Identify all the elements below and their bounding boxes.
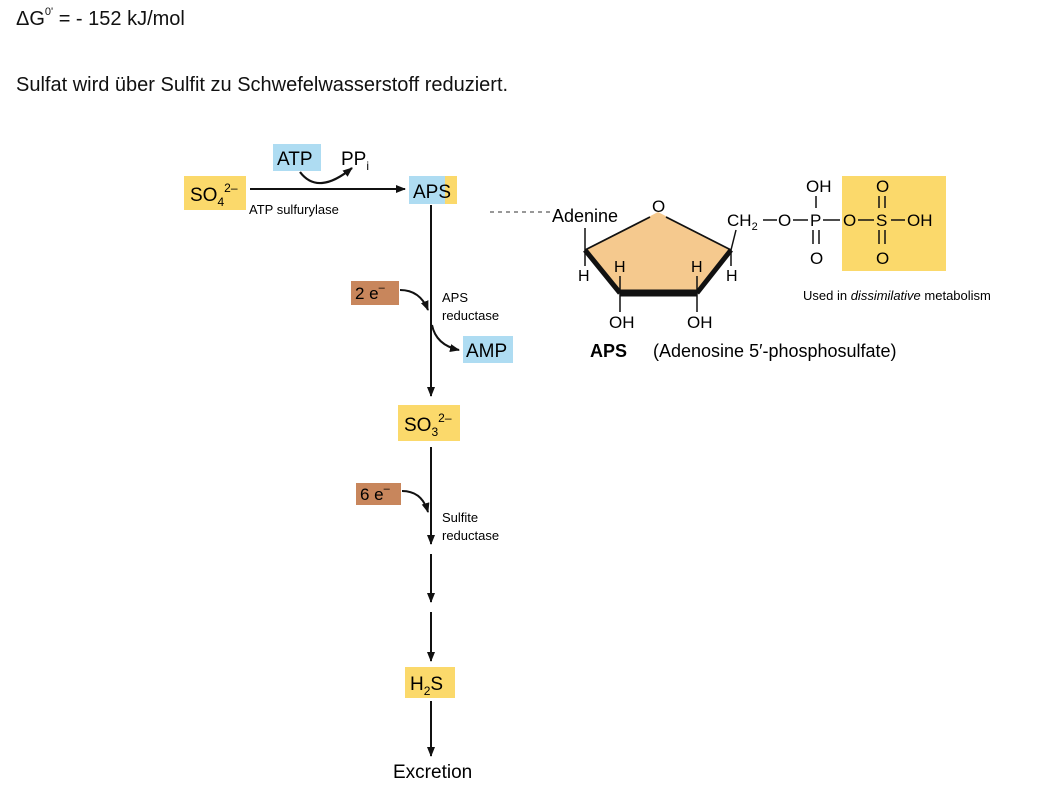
sulfate-group-box — [842, 176, 946, 271]
sulfate-box — [184, 176, 246, 210]
ppi-label: PPi — [341, 149, 369, 173]
amp-box — [463, 336, 513, 363]
ring-oxygen: O — [652, 197, 665, 216]
aps-title: APS — [590, 341, 627, 361]
ring-bond-right — [665, 216, 732, 251]
electrons-6-arrow — [401, 490, 430, 513]
ring-bond-front-left — [583, 248, 622, 295]
aps-subtitle: (Adenosine 5′-phosphosulfate) — [653, 341, 897, 361]
sulfite-label: SO32– — [404, 411, 452, 439]
electrons-2-label: 2 e– — [355, 282, 386, 303]
electrons-6-label: 6 e– — [360, 483, 391, 504]
atp-label: ATP — [277, 149, 313, 170]
ring-bond-left — [584, 216, 651, 251]
atp-box — [273, 144, 321, 171]
ring-bond-front-right — [695, 248, 733, 295]
sulfur: S — [876, 211, 887, 230]
phosphorus: P — [810, 211, 821, 230]
atp-sulfurylase-label: ATP sulfurylase — [249, 202, 339, 217]
sulfate-oh: OH — [907, 211, 933, 230]
amp-label: AMP — [466, 341, 507, 362]
dissimilative-caption: Used in dissimilative metabolism — [803, 288, 991, 303]
phosphate-oh: OH — [806, 177, 832, 196]
electrons-2-box — [351, 281, 399, 305]
sulfite-box — [398, 405, 460, 441]
h4-label: H — [726, 268, 738, 285]
electrons-6-box — [356, 483, 401, 505]
aps-label: APS — [413, 182, 451, 203]
sulfate-o-bottom: O — [876, 249, 889, 268]
h1-label: H — [578, 268, 590, 285]
c5-bond — [730, 229, 737, 251]
aps-box-blue — [409, 176, 449, 204]
sulfate-label: SO42– — [190, 181, 238, 209]
atp-to-ppi-arrow — [299, 167, 353, 185]
h2-label: H — [614, 259, 626, 276]
h2s-label: H2S — [410, 674, 443, 698]
electrons-2-arrow — [399, 289, 429, 311]
ch2-label: CH2 — [727, 211, 758, 233]
aps-box-yellow — [445, 176, 457, 204]
amp-arrow — [431, 324, 460, 352]
h3-label: H — [691, 259, 703, 276]
excretion-label: Excretion — [393, 762, 472, 783]
h2s-box — [405, 667, 455, 698]
sulfate-o-top: O — [876, 177, 889, 196]
phosphate-o: O — [810, 249, 823, 268]
oh1-label: OH — [609, 313, 635, 332]
delta-g-line: ΔG0' = - 152 kJ/mol — [16, 6, 185, 30]
reduction-statement: Sulfat wird über Sulfit zu Schwefelwasse… — [16, 74, 509, 96]
adenine-label: Adenine — [552, 206, 618, 226]
oh2-label: OH — [687, 313, 713, 332]
phosphate-ester-o: O — [778, 211, 791, 230]
bridge-o: O — [843, 211, 856, 230]
